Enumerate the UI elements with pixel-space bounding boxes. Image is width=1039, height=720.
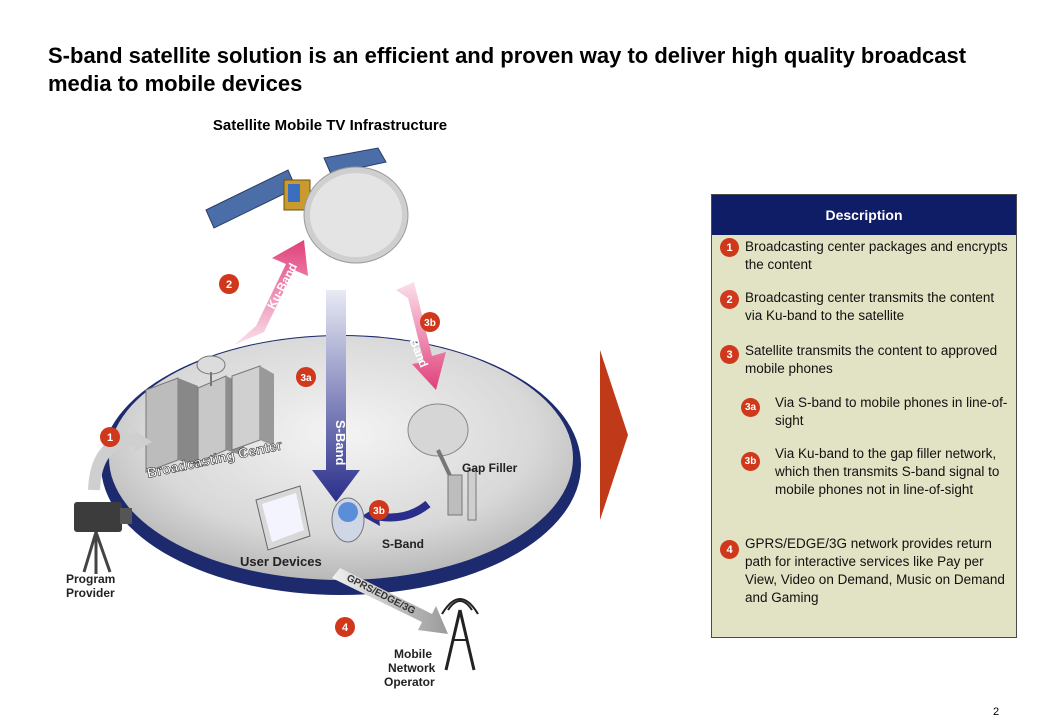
desc-item-4: GPRS/EDGE/3G network provides return pat…	[745, 536, 1005, 605]
program-provider-label-2: Provider	[66, 586, 115, 600]
satellite-icon	[205, 147, 409, 264]
desc-badge-3a: 3a	[741, 398, 760, 417]
description-header: Description	[712, 195, 1016, 235]
gprs-return-arrow	[332, 568, 448, 634]
big-right-arrow-icon	[600, 350, 628, 520]
badge-3b-top: 3b	[420, 312, 440, 332]
desc-badge-2: 2	[720, 290, 739, 309]
badge-3a: 3a	[296, 367, 316, 387]
svg-text:4: 4	[342, 622, 349, 634]
desc-item-3: Satellite transmits the content to appro…	[745, 343, 998, 376]
user-devices-icon	[255, 485, 365, 551]
s-band-downlink-arrow	[312, 290, 360, 502]
mno-label-1: Mobile	[394, 647, 432, 661]
desc-item-1: Broadcasting center packages and encrypt…	[745, 239, 1008, 272]
ku-band-uplink-arrow	[234, 240, 308, 345]
svg-text:3a: 3a	[300, 373, 312, 384]
provider-uplink-arrow	[88, 430, 152, 491]
ku-band-downlink-arrow	[396, 282, 446, 390]
desc-badge-3: 3	[720, 345, 739, 364]
svg-text:3b: 3b	[373, 506, 385, 517]
svg-text:3b: 3b	[424, 318, 436, 329]
svg-text:1: 1	[107, 432, 113, 444]
page-number: 2	[993, 706, 1000, 718]
s-band-gap-label: S-Band	[382, 537, 424, 551]
mno-label-3: Operator	[384, 675, 435, 689]
gap-filler-label: Gap Filler	[462, 461, 518, 475]
description-panel: Description 1 Broadcasting center packag…	[711, 194, 1017, 638]
badge-1: 1	[100, 427, 120, 447]
gap-filler-icon	[407, 403, 477, 521]
desc-item-3b: Via Ku-band to the gap filler network, w…	[775, 446, 1000, 497]
broadcasting-center-icon	[145, 355, 274, 473]
user-devices-label: User Devices	[240, 554, 322, 569]
badge-3b-bottom: 3b	[369, 500, 389, 520]
ku-band-up-label: Ku-Band	[264, 261, 300, 312]
program-provider-label-1: Program	[66, 572, 115, 586]
svg-text:2: 2	[226, 279, 232, 291]
desc-item-2: Broadcasting center transmits the conten…	[745, 290, 995, 323]
mno-label-2: Network	[388, 661, 436, 675]
satellite-infrastructure-diagram: Ku-Band Ku-Band S-Band Broadcasting Cent…	[66, 147, 581, 689]
diagram-subtitle: Satellite Mobile TV Infrastructure	[212, 117, 448, 134]
desc-badge-4: 4	[720, 540, 739, 559]
s-band-down-label: S-Band	[333, 420, 348, 466]
desc-badge-1: 1	[720, 238, 739, 257]
badge-4: 4	[335, 617, 355, 637]
desc-item-3a: Via S-band to mobile phones in line-of-s…	[775, 395, 1008, 428]
badge-2: 2	[219, 274, 239, 294]
mobile-network-tower-icon	[441, 598, 479, 671]
page-title: S-band satellite solution is an efficien…	[48, 43, 967, 96]
desc-badge-3b: 3b	[741, 452, 760, 471]
program-provider-icon	[74, 502, 132, 574]
